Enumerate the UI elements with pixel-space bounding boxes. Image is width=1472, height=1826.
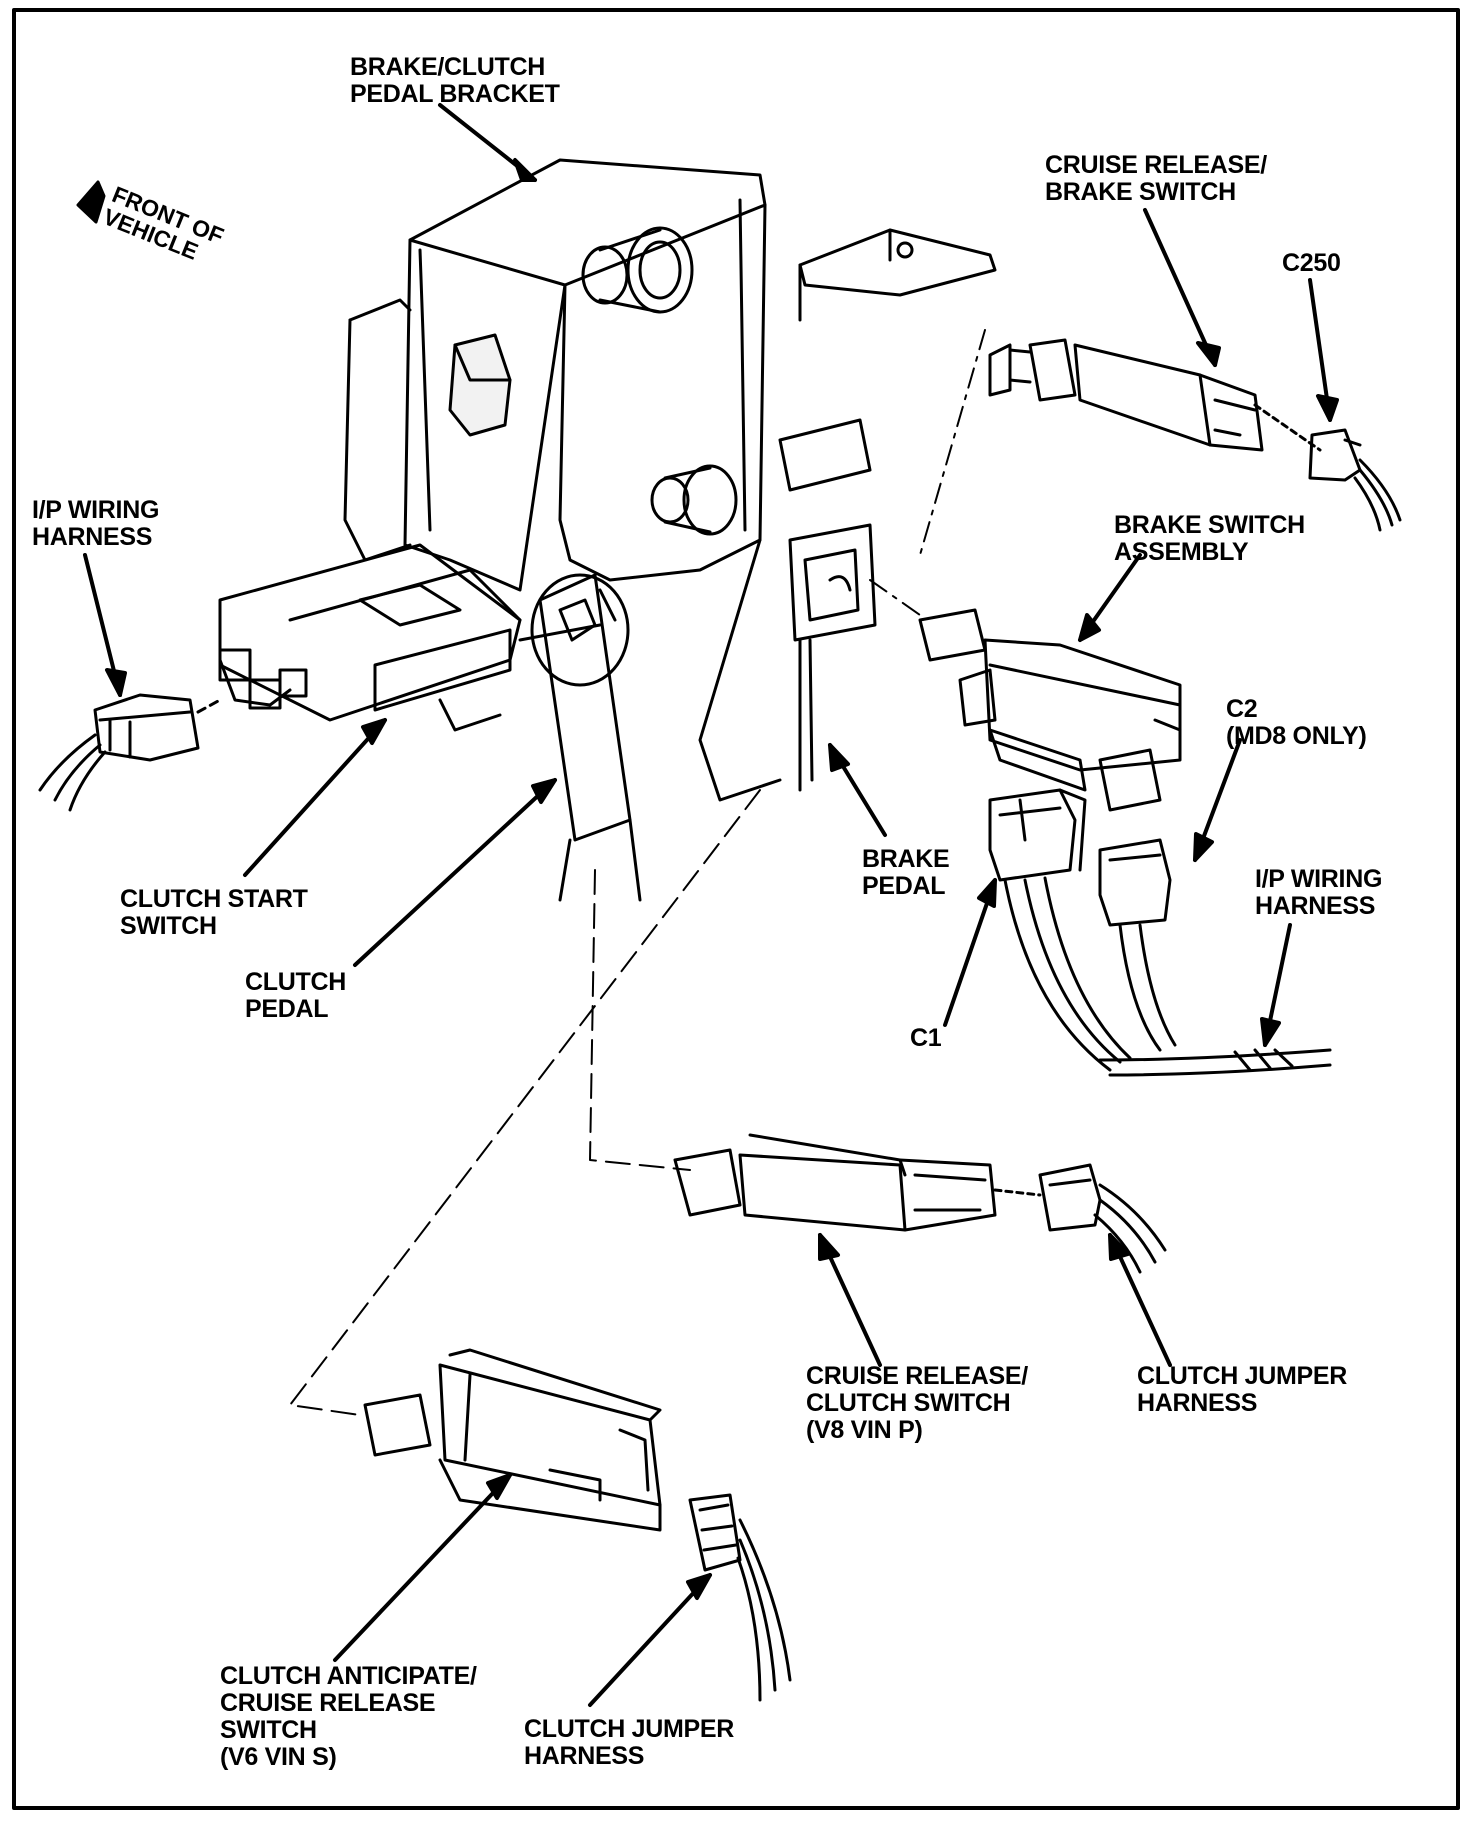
label-line: PEDAL [245,995,329,1023]
cruise-brake-switch [988,338,1322,452]
label-line: (MD8 ONLY) [1226,722,1367,750]
label-clutch-pedal: CLUTCH PEDAL [245,969,346,1023]
arrow-clutch-start [243,718,387,877]
arrow-jumper-bottom [588,1573,712,1707]
label-line: (V6 VIN S) [220,1743,337,1771]
label-line: CLUTCH JUMPER [1137,1362,1347,1390]
leader-dash-3 [589,869,691,1171]
clutch-jumper-right-connector [1038,1163,1167,1274]
clutch-pedal-arm [530,573,642,902]
label-line: CLUTCH START [120,885,308,913]
label-ip-harness-left: I/P WIRING HARNESS [32,497,159,551]
label-brake-switch-assembly: BRAKE SWITCH ASSEMBLY [1114,512,1305,566]
label-clutch-anticipate: CLUTCH ANTICIPATE/ CRUISE RELEASE SWITCH… [220,1663,477,1771]
label-line: BRAKE SWITCH [1045,178,1236,206]
front-arrow-icon [76,180,106,224]
label-line: HARNESS [32,523,153,551]
cruise-clutch-switch [673,1133,1042,1232]
leader-dash-4 [289,789,761,1416]
label-line: SWITCH [120,912,217,940]
label-cruise-brake-switch: CRUISE RELEASE/ BRAKE SWITCH [1045,152,1267,206]
label-line: BRAKE/CLUTCH [350,53,545,81]
diagram-border [12,8,1460,1810]
label-line: PEDAL [862,872,946,900]
label-line: CLUTCH SWITCH [806,1389,1011,1417]
leader-dash-1 [919,329,986,556]
arrow-cruise-brake [1143,208,1217,367]
label-clutch-start-switch: CLUTCH START SWITCH [120,886,308,940]
c1-connector [988,788,1087,882]
label-line: BRAKE [862,845,950,873]
clutch-anticipate-switch [363,1348,662,1532]
clutch-jumper-bottom-connector [688,1493,792,1702]
label-line: C250 [1282,249,1341,277]
label-line: (V8 VIN P) [806,1416,923,1444]
label-line: C1 [910,1024,942,1052]
label-line: SWITCH [220,1716,317,1744]
label-line: CRUISE RELEASE/ [806,1362,1028,1390]
brake-switch-assembly [918,608,1182,812]
label-c2: C2 (MD8 ONLY) [1226,696,1367,750]
label-brake-pedal: BRAKE PEDAL [862,845,950,900]
c250-connector [1308,428,1402,532]
leader-dash-2 [869,579,921,616]
brake-pedal-arm [698,538,814,802]
label-clutch-jumper-bottom: CLUTCH JUMPER HARNESS [524,1716,734,1770]
label-line: CRUISE RELEASE [220,1689,436,1717]
arrow-clutch-anticipate [333,1473,512,1662]
label-line: I/P WIRING [32,496,160,524]
label-line: BRAKE SWITCH [1114,511,1305,539]
label-ip-harness-right: I/P WIRING HARNESS [1255,866,1382,920]
label-line: HARNESS [1137,1389,1258,1417]
label-line: CLUTCH JUMPER [524,1715,734,1743]
c2-connector [1098,838,1172,927]
label-line: PEDAL BRACKET [350,80,560,108]
label-cruise-clutch-switch: CRUISE RELEASE/ CLUTCH SWITCH (V8 VIN P) [806,1363,1028,1444]
ip-harness-left-plug [38,693,222,812]
pointer-arrows [83,103,1339,1707]
label-clutch-jumper-right: CLUTCH JUMPER HARNESS [1137,1363,1347,1417]
label-line: ASSEMBLY [1114,538,1249,566]
label-c250: C250 [1282,250,1341,277]
label-pedal-bracket: BRAKE/CLUTCH PEDAL BRACKET [350,54,560,108]
label-line: HARNESS [524,1742,645,1770]
clutch-start-switch [218,543,602,732]
label-line: I/P WIRING [1255,865,1383,893]
pedal-bracket [343,158,997,642]
label-line: CLUTCH [245,968,346,996]
label-line: HARNESS [1255,892,1376,920]
label-line: C2 [1226,695,1258,723]
label-line: CLUTCH ANTICIPATE/ [220,1662,477,1690]
ip-harness-right-bundle [1003,876,1332,1077]
arrow-clutch-pedal [353,778,557,967]
label-line: CRUISE RELEASE/ [1045,151,1267,179]
label-c1: C1 [910,1024,942,1052]
